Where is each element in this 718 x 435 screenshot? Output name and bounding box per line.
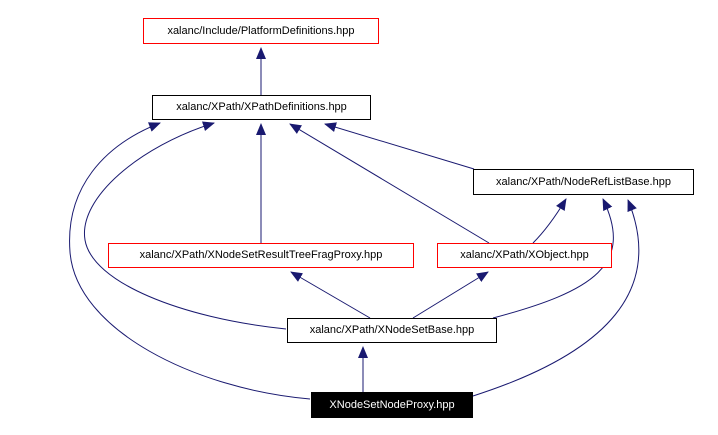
graph-node-xnode-set-base[interactable]: xalanc/XPath/XNodeSetBase.hpp xyxy=(287,318,497,343)
edge-xobject-to-xpathdefinitions xyxy=(289,123,490,244)
edge-xnodesetbase-to-xobject xyxy=(412,271,489,319)
edge-xnodesetbase-to-xpathdefinitions xyxy=(84,121,287,330)
graph-node-xnode-set-node-proxy-current-file: XNodeSetNodeProxy.hpp xyxy=(311,392,473,418)
graph-node-platform-definitions[interactable]: xalanc/Include/PlatformDefinitions.hpp xyxy=(143,18,379,44)
graph-node-xobject[interactable]: xalanc/XPath/XObject.hpp xyxy=(437,243,612,268)
graph-node-xnode-set-result-tree-frag-proxy[interactable]: xalanc/XPath/XNodeSetResultTreeFragProxy… xyxy=(108,243,414,268)
graph-node-xpath-definitions[interactable]: xalanc/XPath/XPathDefinitions.hpp xyxy=(152,95,371,120)
edge-xnodesetnodeproxy-to-noderelistbase xyxy=(472,199,640,397)
edge-noderelistbase-to-xpathdefinitions xyxy=(324,122,475,170)
edge-xnodesetbase-to-resulttreefragproxy xyxy=(290,271,371,319)
edge-xobject-to-noderelistbase xyxy=(532,198,567,244)
graph-node-node-ref-list-base[interactable]: xalanc/XPath/NodeRefListBase.hpp xyxy=(473,169,694,195)
